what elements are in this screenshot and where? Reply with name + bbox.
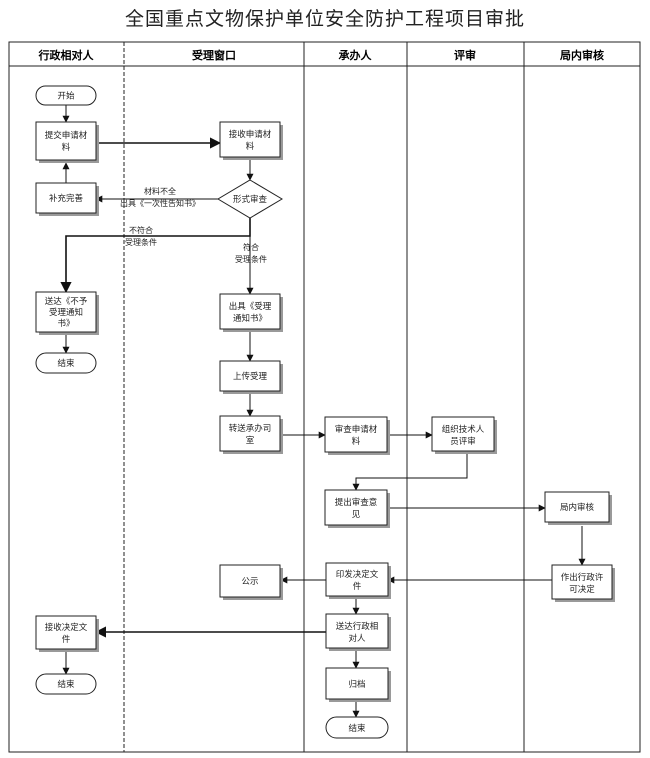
print-decision-node: 印发决定文 件 xyxy=(325,562,391,599)
lane-header-applicant: 行政相对人 xyxy=(38,48,95,62)
expert-review-label: 员评审 xyxy=(450,436,476,447)
edge-label-incomplete: 出具《一次性告知书》 xyxy=(120,198,200,208)
end-node-1: 结束 xyxy=(35,352,97,374)
lane-header-review: 评审 xyxy=(454,48,476,62)
swimlane-frame xyxy=(8,41,641,753)
expert-review-label: 组织技术人 xyxy=(442,424,485,435)
edge-arrow xyxy=(352,454,468,491)
submit-label: 提交申请材 xyxy=(45,130,88,141)
edge-arrow xyxy=(60,218,251,294)
publish-label: 公示 xyxy=(241,577,258,587)
receive-decision-node: 接收决定文 件 xyxy=(35,615,99,652)
upload-label: 上传受理 xyxy=(233,371,268,382)
accept-notice-label: 出具《受理 xyxy=(229,301,272,312)
receive-decision-label: 件 xyxy=(62,634,71,645)
start-node: 开始 xyxy=(35,85,97,106)
deliver-label: 对人 xyxy=(348,633,366,644)
deliver-label: 送达行政相 xyxy=(336,621,379,632)
archive-label: 归档 xyxy=(348,679,365,690)
start-label: 开始 xyxy=(57,91,75,102)
supplement-label: 补充完善 xyxy=(49,193,84,204)
print-decision-label: 印发决定文 xyxy=(336,569,379,580)
edge-label-not-compliant: 受理条件 xyxy=(125,237,157,247)
supplement-node: 补充完善 xyxy=(35,182,99,216)
review-materials-label: 料 xyxy=(352,436,361,447)
edges xyxy=(60,105,586,718)
transfer-label: 室 xyxy=(246,435,255,446)
page-title: 全国重点文物保护单位安全防护工程项目审批 xyxy=(124,8,525,30)
edge-label-compliant: 受理条件 xyxy=(235,254,267,264)
review-materials-node: 审查申请材 料 xyxy=(324,416,390,455)
lane-header-internal: 局内审核 xyxy=(559,48,604,62)
end-label: 结束 xyxy=(57,358,75,369)
accept-notice-label: 通知书》 xyxy=(233,313,267,324)
end-node-3: 结束 xyxy=(325,716,389,739)
end-node-2: 结束 xyxy=(35,673,97,695)
decision-label: 作出行政许 xyxy=(561,572,604,583)
internal-review-label: 局内审核 xyxy=(560,502,595,513)
transfer-node: 转送承办司 室 xyxy=(219,415,283,454)
expert-review-node: 组织技术人 员评审 xyxy=(431,416,497,454)
propose-label: 见 xyxy=(352,510,361,520)
publish-node: 公示 xyxy=(219,564,283,600)
deliver-node: 送达行政相 对人 xyxy=(325,613,391,651)
end-label: 结束 xyxy=(348,723,366,734)
reject-notice-label: 送达《不予 xyxy=(45,296,88,307)
receive-label: 接收申请材 xyxy=(229,129,272,140)
accept-notice-node: 出具《受理 通知书》 xyxy=(219,293,283,332)
transfer-label: 转送承办司 xyxy=(229,423,272,434)
upload-node: 上传受理 xyxy=(219,360,283,394)
review-materials-label: 审查申请材 xyxy=(335,424,378,435)
submit-label: 料 xyxy=(62,142,71,153)
edge-label-not-compliant: 不符合 xyxy=(129,225,153,235)
lane-header-handler: 承办人 xyxy=(339,48,373,62)
edge-label-incomplete: 材料不全 xyxy=(144,186,176,196)
reject-notice-label: 受理通知 xyxy=(49,307,83,318)
edge-label-compliant: 符合 xyxy=(243,242,259,252)
decision-label: 可决定 xyxy=(569,584,595,595)
reject-notice-label: 书》 xyxy=(57,318,74,329)
print-decision-label: 件 xyxy=(353,581,362,592)
propose-label: 提出审查意 xyxy=(335,497,378,508)
archive-node: 归档 xyxy=(325,667,391,702)
end-label: 结束 xyxy=(57,679,75,690)
propose-opinion-node: 提出审查意 见 xyxy=(324,489,390,528)
decision-node: 作出行政许 可决定 xyxy=(551,564,615,602)
formal-review-decision: 形式审查 xyxy=(217,179,283,219)
receive-node: 接收申请材 料 xyxy=(219,121,283,160)
receive-decision-label: 接收决定文 xyxy=(45,622,88,633)
reject-notice-node: 送达《不予 受理通知 书》 xyxy=(35,291,99,335)
lane-header-window: 受理窗口 xyxy=(192,48,236,62)
internal-review-node: 局内审核 xyxy=(544,491,612,525)
receive-label: 料 xyxy=(246,141,255,152)
formal-review-label: 形式审查 xyxy=(233,194,268,205)
submit-node: 提交申请材 料 xyxy=(35,121,99,163)
